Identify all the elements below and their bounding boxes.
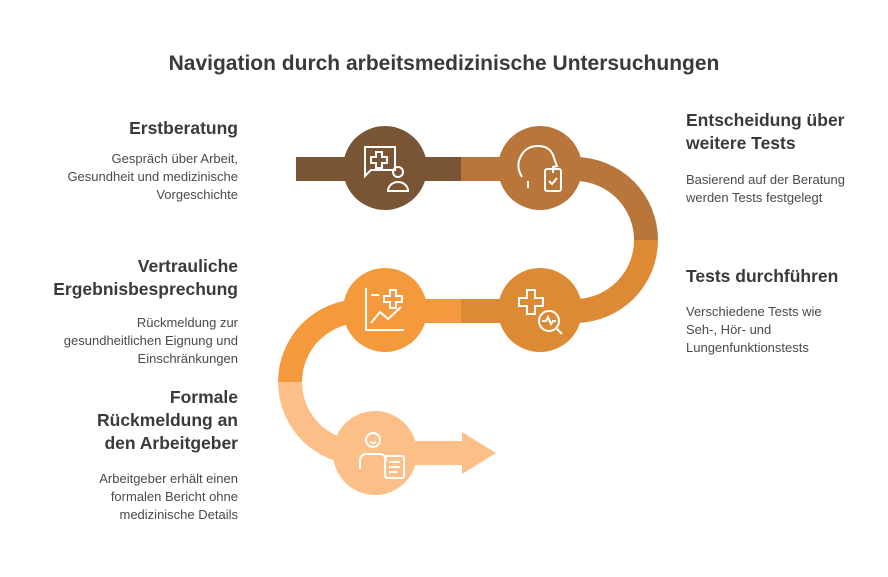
step-2-desc: Basierend auf der Beratung werden Tests … [686, 172, 845, 205]
step-3-title: Tests durchführen [686, 266, 839, 286]
step-1-desc: Gespräch über Arbeit, Gesundheit und med… [67, 151, 238, 202]
path-curve-bottom-right [575, 240, 658, 323]
step-4-title: Vertrauliche Ergebnisbesprechung [53, 256, 238, 299]
medical-search-icon [518, 289, 563, 335]
path-curve-top-right [575, 157, 658, 240]
person-report-icon [359, 432, 405, 479]
step-5-title: Formale Rückmeldung an den Arbeitgeber [97, 387, 238, 453]
medical-chat-icon [364, 146, 410, 192]
arrow-head [462, 432, 496, 474]
step-1-title: Erstberatung [129, 118, 238, 138]
step-4-circle [343, 268, 427, 352]
page-title: Navigation durch arbeitsmedizinische Unt… [168, 52, 720, 75]
health-chart-icon [365, 288, 404, 331]
step-1-circle [343, 126, 427, 210]
path-curve-left-top [278, 299, 361, 382]
step-3-circle [498, 268, 582, 352]
step-4-desc: Rückmeldung zur gesundheitlichen Eignung… [63, 315, 238, 366]
step-2-title: Entscheidung über weitere Tests [686, 110, 845, 153]
head-phone-icon [517, 144, 562, 192]
step-5-desc: Arbeitgeber erhält einen formalen Berich… [99, 471, 238, 522]
step-2-circle [498, 126, 582, 210]
step-3-desc: Verschiedene Tests wie Seh-, Hör- und Lu… [686, 304, 822, 355]
